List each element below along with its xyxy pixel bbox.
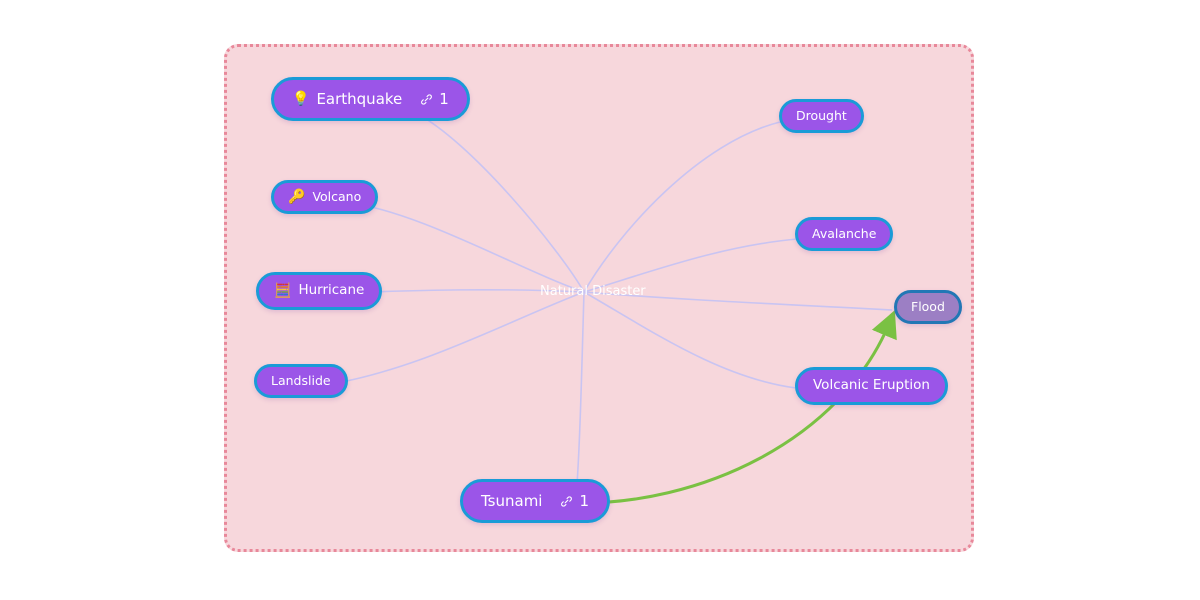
- abacus-icon: 🧮: [274, 283, 292, 299]
- node-label: Volcanic Eruption: [813, 377, 930, 394]
- node-label: Hurricane: [298, 282, 365, 299]
- node-label: Natural Disaster: [540, 284, 646, 299]
- link-count: 1: [439, 89, 449, 108]
- node-tsunami[interactable]: Tsunami 1: [460, 479, 611, 523]
- link-icon: [560, 495, 573, 508]
- node-label: Earthquake: [316, 89, 403, 108]
- light-bulb-icon: 💡: [292, 91, 310, 107]
- link-badge[interactable]: 1: [560, 491, 590, 510]
- node-label: Landslide: [271, 372, 331, 388]
- link-count: 1: [579, 491, 590, 510]
- node-volcano[interactable]: 🔑 Volcano: [271, 180, 379, 214]
- node-earthquake[interactable]: 💡 Earthquake 1: [271, 77, 470, 121]
- node-hurricane[interactable]: 🧮 Hurricane: [256, 272, 383, 310]
- node-label: Flood: [911, 298, 945, 314]
- node-label: Tsunami: [481, 491, 543, 510]
- node-label: Avalanche: [812, 225, 877, 241]
- node-avalanche[interactable]: Avalanche: [795, 217, 894, 251]
- node-volcanic-eruption[interactable]: Volcanic Eruption: [795, 367, 948, 405]
- key-icon: 🔑: [288, 189, 306, 205]
- link-badge[interactable]: 1: [420, 89, 449, 108]
- node-flood[interactable]: Flood: [894, 290, 962, 324]
- node-label: Volcano: [312, 188, 362, 204]
- link-icon: [420, 93, 433, 106]
- node-natural-disaster[interactable]: Natural Disaster: [540, 285, 646, 298]
- node-drought[interactable]: Drought: [779, 99, 864, 133]
- node-landslide[interactable]: Landslide: [254, 364, 348, 398]
- node-label: Drought: [796, 107, 847, 123]
